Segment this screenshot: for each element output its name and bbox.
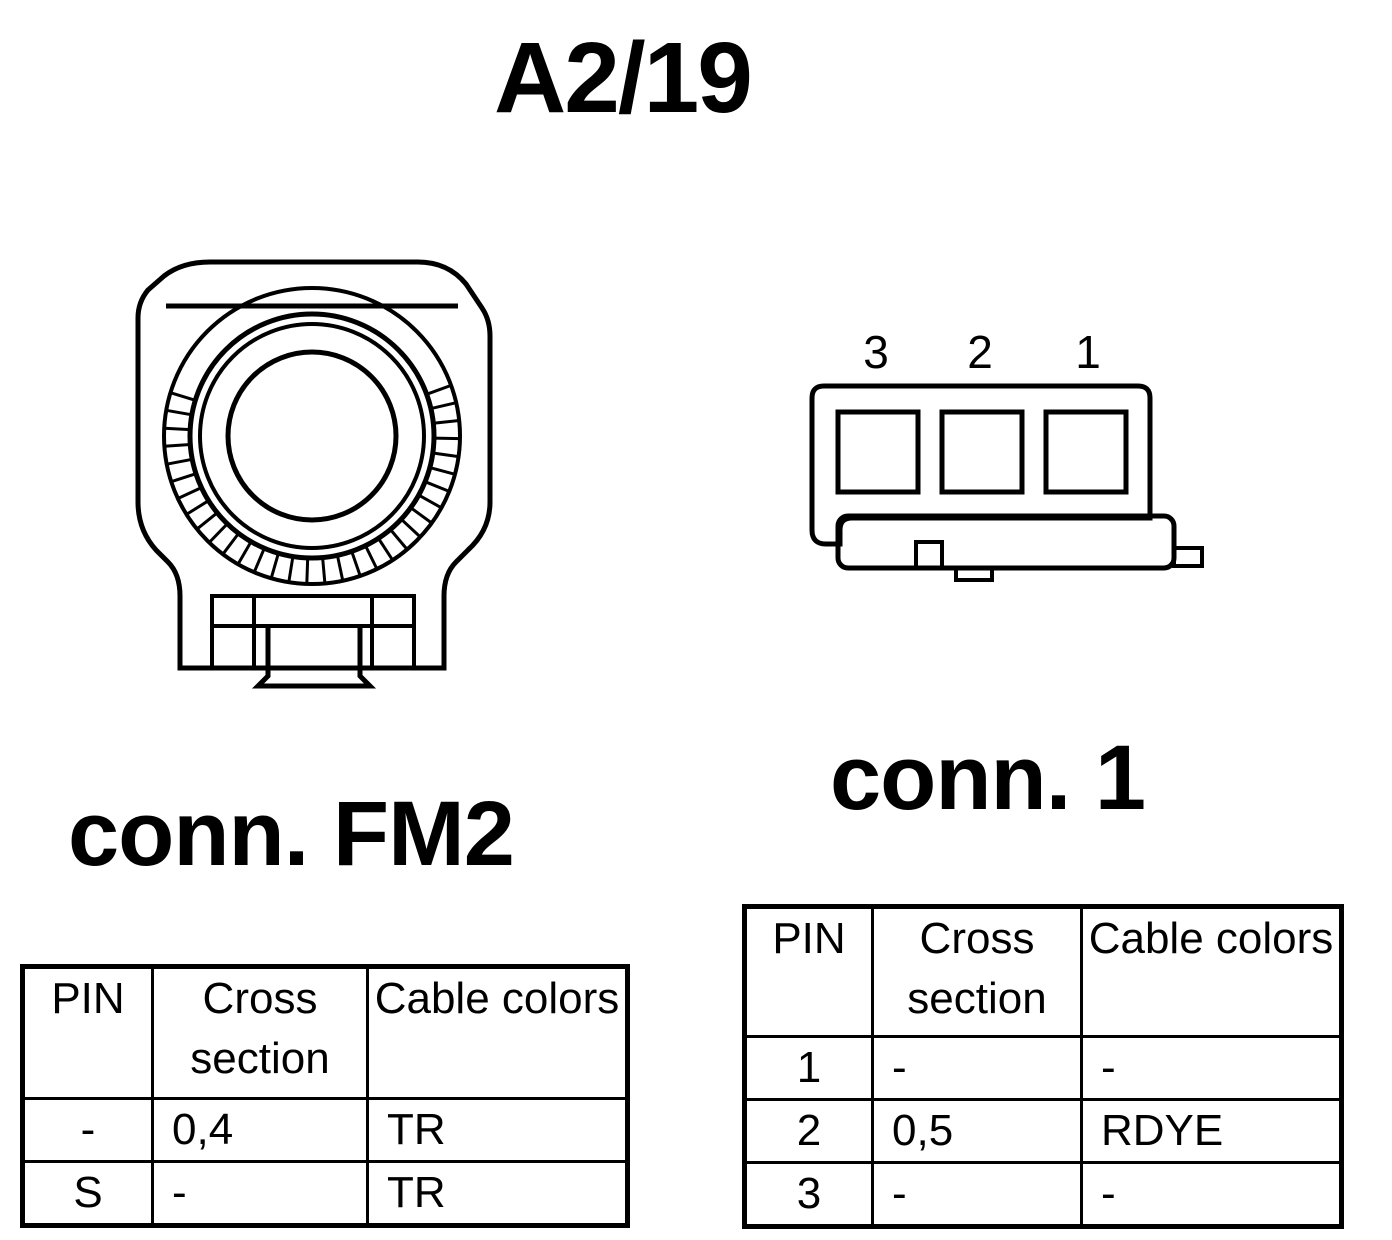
- knurl-tick: [321, 557, 327, 584]
- knurl-tick: [432, 451, 459, 459]
- knurl-tick: [335, 554, 345, 582]
- knurl-tick: [430, 401, 457, 411]
- diagram-title: A2/19: [494, 22, 753, 134]
- table-row: 3 - -: [743, 1161, 1343, 1228]
- table-row: 1 - -: [743, 1035, 1343, 1101]
- knurl-tick: [424, 480, 450, 493]
- knurl-tick: [305, 557, 310, 584]
- knurl-tick: [409, 506, 433, 525]
- cable-color-cell: TR: [366, 1097, 629, 1163]
- knurl-tick: [170, 391, 196, 402]
- pin-cell: 2: [743, 1098, 874, 1164]
- pin-cell: -: [21, 1097, 154, 1163]
- fm2-connector-drawing: [135, 259, 493, 689]
- table-row: S - TR: [21, 1160, 629, 1227]
- header-cable-colors: Cable colors: [1080, 905, 1343, 1038]
- knurl-tick: [170, 472, 197, 484]
- knurl-tick: [221, 532, 240, 556]
- pin-label-1: 1: [1075, 326, 1101, 378]
- cross-section-cell: 0,5: [871, 1098, 1083, 1164]
- knurl-tick: [433, 436, 461, 441]
- knurl-tick: [164, 426, 191, 432]
- knurl-tick: [287, 556, 295, 583]
- pin-label-2: 2: [967, 326, 993, 378]
- cable-color-cell: -: [1080, 1161, 1343, 1228]
- pin-label-3: 3: [863, 326, 889, 378]
- conn1-pin-labels: 3 2 1: [863, 326, 1101, 378]
- conn-1-pin-table: PIN Cross section Cable colors 1 - - 2 0…: [742, 904, 1344, 1229]
- header-cable-colors: Cable colors: [366, 965, 629, 1100]
- cable-color-cell: -: [1080, 1035, 1343, 1101]
- knurl-tick: [252, 547, 266, 573]
- cross-section-cell: 0,4: [151, 1097, 369, 1163]
- knurl-tick: [364, 545, 379, 570]
- knurl-tick: [185, 499, 210, 516]
- conn1-connector-drawing: [809, 383, 1204, 582]
- knurl-tick: [426, 383, 452, 396]
- table-row: - 0,4 TR: [21, 1097, 629, 1163]
- knurl-tick: [196, 511, 219, 531]
- cross-section-cell: -: [871, 1035, 1083, 1101]
- header-pin: PIN: [743, 905, 874, 1038]
- knurl-tick: [165, 408, 193, 417]
- knurl-tick: [429, 466, 456, 476]
- conn-fm2-title: conn. FM2: [68, 783, 515, 885]
- knurl-tick: [177, 486, 203, 500]
- cross-section-cell: -: [151, 1160, 369, 1227]
- table-header-row: PIN Cross section Cable colors: [21, 965, 629, 1100]
- knurl-tick: [377, 537, 394, 561]
- knurl-tick: [417, 493, 443, 510]
- knurl-tick: [164, 443, 191, 448]
- pin-cell: 1: [743, 1035, 874, 1101]
- conn-fm2-pin-table: PIN Cross section Cable colors - 0,4 TR …: [20, 964, 630, 1228]
- table-row: 2 0,5 RDYE: [743, 1098, 1343, 1164]
- header-cross-section: Cross section: [151, 965, 369, 1100]
- table-header-row: PIN Cross section Cable colors: [743, 905, 1343, 1038]
- knurl-tick: [208, 522, 229, 544]
- knurl-tick: [350, 550, 362, 577]
- knurl-tick: [269, 552, 280, 579]
- cross-section-cell: -: [871, 1161, 1083, 1228]
- header-pin: PIN: [21, 965, 154, 1100]
- knurl-tick: [433, 419, 460, 425]
- knurl-tick: [236, 540, 253, 565]
- knurl-tick: [166, 457, 193, 466]
- cable-color-cell: RDYE: [1080, 1098, 1343, 1164]
- pin-cell: S: [21, 1160, 154, 1227]
- knurl-tick: [389, 528, 409, 551]
- conn-1-title: conn. 1: [830, 727, 1146, 829]
- header-cross-section: Cross section: [871, 905, 1083, 1038]
- cable-color-cell: TR: [366, 1160, 629, 1227]
- knurl-tick: [400, 518, 422, 538]
- pin-cell: 3: [743, 1161, 874, 1228]
